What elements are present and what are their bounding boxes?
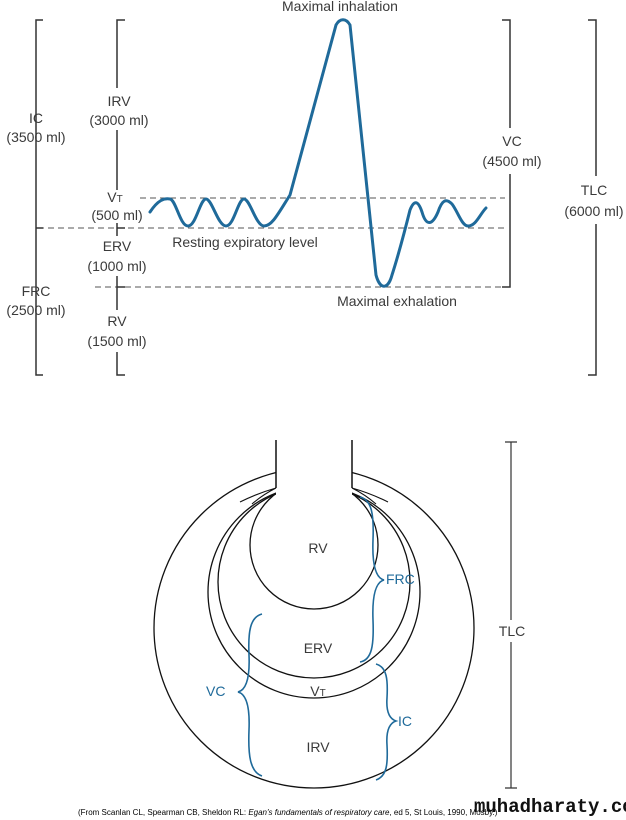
erv-label: ERV	[103, 238, 132, 254]
vc-brace	[237, 613, 263, 777]
irv-value: (3000 ml)	[89, 112, 148, 128]
ic-label: IC	[29, 110, 43, 126]
max-exhalation-label: Maximal exhalation	[337, 293, 457, 309]
lung-rv-label: RV	[308, 540, 328, 556]
lung-frc-label: FRC	[386, 571, 415, 587]
watermark: muhadharaty.com	[474, 796, 626, 818]
vt-circle	[207, 485, 421, 699]
frc-value: (2500 ml)	[6, 302, 65, 318]
max-inhalation-label: Maximal inhalation	[282, 0, 398, 14]
ic-frc-bracket	[35, 19, 43, 376]
vc-value: (4500 ml)	[482, 153, 541, 169]
vt-label: VT	[107, 189, 122, 205]
lung-ic-label: IC	[398, 713, 412, 729]
tlc-value: (6000 ml)	[564, 203, 623, 219]
lung-diagram: RV ERV VT IRV FRC VC IC TLC	[153, 440, 532, 789]
lung-tlc-label: TLC	[499, 623, 525, 639]
lung-vc-label: VC	[206, 683, 225, 699]
spirogram-trace	[148, 18, 488, 288]
ic-brace	[375, 663, 399, 781]
tlc-label: TLC	[581, 182, 607, 198]
vc-label: VC	[502, 133, 521, 149]
trachea	[275, 440, 353, 488]
lung-erv-label: ERV	[304, 640, 333, 656]
lung-tlc-scale	[505, 441, 517, 789]
spirogram: IC (3500 ml) FRC (2500 ml) IRV (3000 ml)…	[6, 0, 626, 376]
rv-value: (1500 ml)	[87, 333, 146, 349]
rv-label: RV	[107, 313, 127, 329]
frc-label: FRC	[22, 283, 51, 299]
resting-level-label: Resting expiratory level	[172, 234, 318, 250]
frc-brace	[359, 496, 385, 663]
lung-vt-label: VT	[310, 683, 325, 699]
irv-label: IRV	[107, 93, 131, 109]
lung-irv-label: IRV	[306, 739, 330, 755]
erv-value: (1000 ml)	[87, 258, 146, 274]
source-caption: (From Scanlan CL, Spearman CB, Sheldon R…	[78, 808, 498, 817]
vt-value: (500 ml)	[91, 207, 142, 223]
trachea-base-lines	[239, 487, 389, 505]
ic-value: (3500 ml)	[6, 129, 65, 145]
